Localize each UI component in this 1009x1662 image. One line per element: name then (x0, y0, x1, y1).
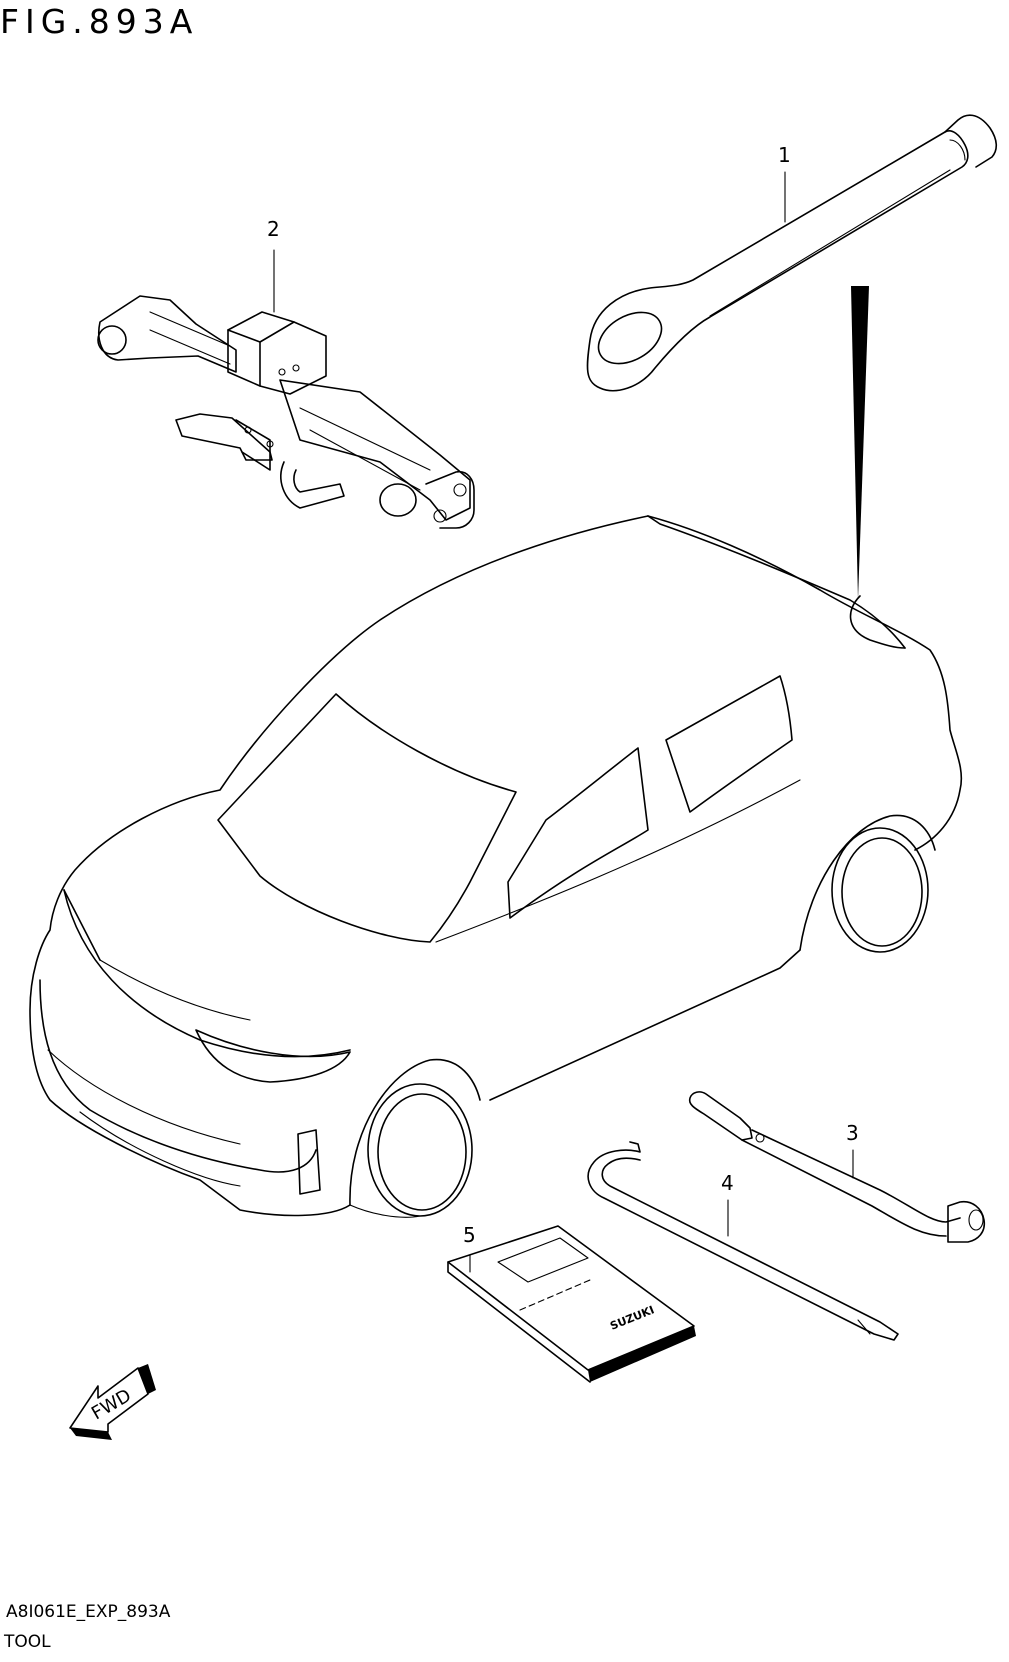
manual-brand: SUZUKI (608, 1303, 656, 1332)
manual-icon: SUZUKI (447, 1225, 696, 1383)
figure-code: A8I061E_EXP_893A (6, 1602, 171, 1622)
bar-icon (587, 1141, 899, 1341)
figure-title: FIG.893A (0, 2, 199, 41)
callout-5: 5 (463, 1223, 476, 1247)
wrench-icon (586, 114, 998, 392)
callout-4: 4 (721, 1171, 734, 1195)
fwd-arrow-icon: FWD (69, 1364, 156, 1440)
callout-3: 3 (846, 1121, 859, 1145)
car-icon (29, 515, 963, 1218)
location-pointer (851, 286, 869, 600)
callout-2: 2 (267, 217, 280, 241)
jack-handle-icon (688, 1091, 986, 1243)
section-title: TOOL (4, 1632, 51, 1652)
callout-1: 1 (778, 143, 791, 167)
jack-icon (97, 295, 475, 529)
